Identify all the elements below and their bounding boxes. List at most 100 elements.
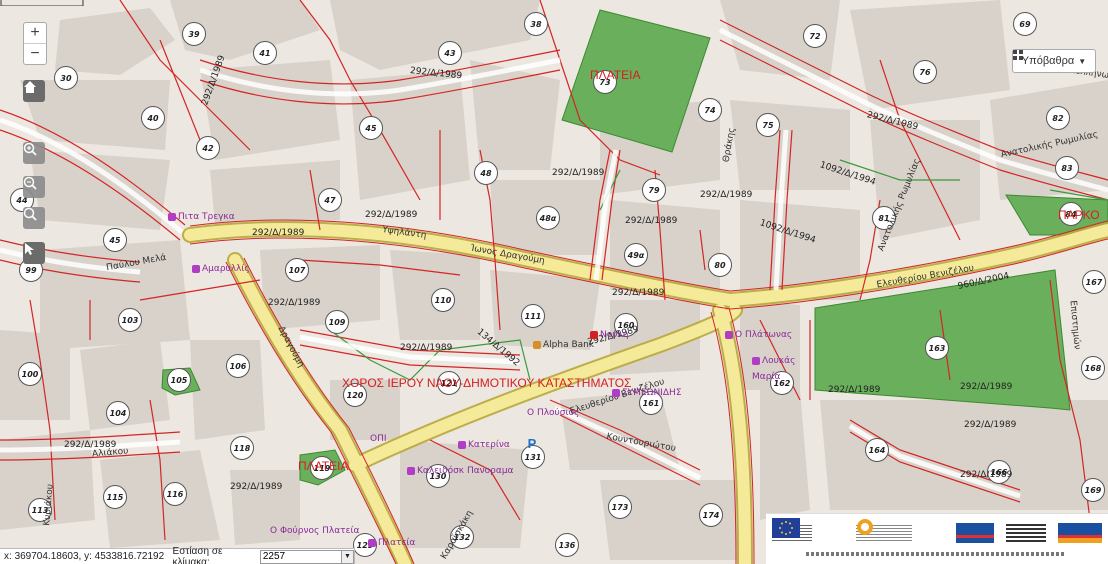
shop-icon [725, 330, 733, 339]
block-number: 131 [521, 445, 545, 469]
funding-banner [766, 513, 1108, 564]
block-number: 48α [536, 206, 560, 230]
poi-louk[interactable]: Λουκάς [752, 356, 795, 366]
block-number: 163 [925, 336, 949, 360]
poi-treska[interactable]: Πιτα Τρεγκα [168, 212, 235, 222]
block-number: 104 [106, 401, 130, 425]
scale-dropdown-icon[interactable]: ▼ [341, 549, 354, 564]
eu-flag-logo [772, 518, 812, 548]
shop-icon [612, 388, 620, 397]
block-number: 116 [163, 482, 187, 506]
bank-icon [533, 340, 541, 349]
zoom-controls: + − [23, 22, 47, 65]
block-number: 106 [226, 354, 250, 378]
shop-icon [407, 466, 415, 475]
zoom-out-button[interactable]: − [30, 45, 40, 62]
shop-icon [192, 264, 200, 273]
magnify-icon [23, 207, 37, 221]
block-number: 173 [608, 495, 632, 519]
block-number: 38 [524, 12, 548, 36]
shop-icon [368, 538, 376, 547]
block-number: 83 [1055, 156, 1079, 180]
grid-icon [1013, 50, 1023, 60]
block-number: 79 [642, 178, 666, 202]
block-number: 75 [756, 113, 780, 137]
coordinates-bar: x: 369704.18603, y: 4533816.72192 Εστίασ… [0, 546, 355, 564]
block-number: 48 [474, 161, 498, 185]
block-number: 160 [614, 313, 638, 337]
poi-fournos[interactable]: Ο Φούρνος Πλατεία [270, 526, 360, 536]
plan-label-square: ΠΛΑΤΕΙΑ [590, 68, 641, 82]
block-number: 130 [426, 464, 450, 488]
block-number: 164 [865, 438, 889, 462]
poi-plateia[interactable]: Πλατεία [368, 538, 415, 548]
plan-label-park: ΠΑΡΚΟ [1058, 208, 1100, 222]
block-number: 43 [438, 41, 462, 65]
pointer-icon [25, 243, 34, 255]
y-label: y: [84, 551, 92, 562]
poi-noula[interactable]: Νούλη [590, 330, 628, 340]
block-number: 45 [359, 116, 383, 140]
home-button[interactable] [23, 80, 45, 102]
poi-symeonidis[interactable]: ΣΥΜΕΩΝΙΔΗΣ [612, 388, 682, 398]
block-number: 72 [803, 24, 827, 48]
poi-kaleidos[interactable]: Καλειδόσκ Πανοραμα [407, 466, 514, 476]
block-number: 76 [913, 60, 937, 84]
block-number: 45 [103, 228, 127, 252]
block-number: 40 [141, 106, 165, 130]
block-number: 162 [770, 371, 794, 395]
block-number: 69 [1013, 12, 1037, 36]
poi-kateri[interactable]: Κατερίνα [458, 440, 510, 450]
block-number: 113 [28, 498, 52, 522]
magnify-plus-icon [23, 142, 37, 156]
block-number: 168 [1081, 356, 1105, 380]
magnify-minus-icon [23, 176, 37, 190]
block-number: 161 [639, 391, 663, 415]
plan-label-school: ΧΟΡΟΣ ΙΕΡΟΥ ΝΑΟΥ-ΔΗΜΟΤΙΚΟΥ ΚΑΤΑΣΤΗΜΑΤΟΣ [342, 376, 632, 390]
block-number: 82 [1046, 106, 1070, 130]
block-number: 30 [54, 66, 78, 90]
block-number: 74 [698, 98, 722, 122]
block-number: 107 [285, 258, 309, 282]
block-number: 120 [343, 383, 367, 407]
poi-opi[interactable]: ΟΠΙ [370, 434, 387, 444]
pharmacy-icon [590, 330, 598, 339]
block-number: 132 [450, 525, 474, 549]
block-number: 47 [318, 188, 342, 212]
block-number: 109 [325, 310, 349, 334]
x-value: 369704.18603 [14, 551, 79, 562]
block-number: 166 [987, 460, 1011, 484]
block-number: 118 [230, 436, 254, 460]
caret-down-icon: ▼ [1078, 56, 1087, 66]
poi-amarillis[interactable]: Αμαρυλλίς [192, 264, 250, 274]
poi-maria[interactable]: Μαρία [752, 372, 781, 382]
x-label: x: [4, 551, 12, 562]
poi-oplos[interactable]: Ο Πλούσιος [527, 408, 580, 418]
poi-platonis[interactable]: Ο Πλάτωνας [725, 330, 792, 340]
block-number: 73 [593, 70, 617, 94]
poi-alpha-bank[interactable]: Alpha Bank [533, 340, 594, 350]
zoom-in-tool[interactable] [23, 142, 45, 164]
ministry-logo [1006, 518, 1046, 548]
zoom-in-button[interactable]: + [24, 23, 46, 44]
block-number: 81 [872, 206, 896, 230]
block-number: 115 [103, 485, 127, 509]
basemap-button[interactable]: Υπόβαθρα ▼ [1012, 49, 1096, 73]
espa-logo-2 [1058, 518, 1102, 548]
block-number: 84 [1059, 202, 1083, 226]
block-number: 169 [1081, 478, 1105, 502]
espa-logo [956, 518, 994, 548]
block-number: 42 [196, 136, 220, 160]
block-number: 80 [708, 253, 732, 277]
basemap-label: Υπόβαθρα [1021, 55, 1075, 67]
zoom-out-tool[interactable] [23, 176, 45, 198]
block-number: 100 [18, 362, 42, 386]
zoom-extent-tool[interactable] [23, 207, 45, 229]
block-number: 174 [699, 503, 723, 527]
shop-icon [168, 212, 176, 221]
scale-input[interactable] [259, 549, 342, 564]
block-number: 39 [182, 22, 206, 46]
program-logo [856, 518, 912, 548]
select-tool-button[interactable] [23, 242, 45, 264]
